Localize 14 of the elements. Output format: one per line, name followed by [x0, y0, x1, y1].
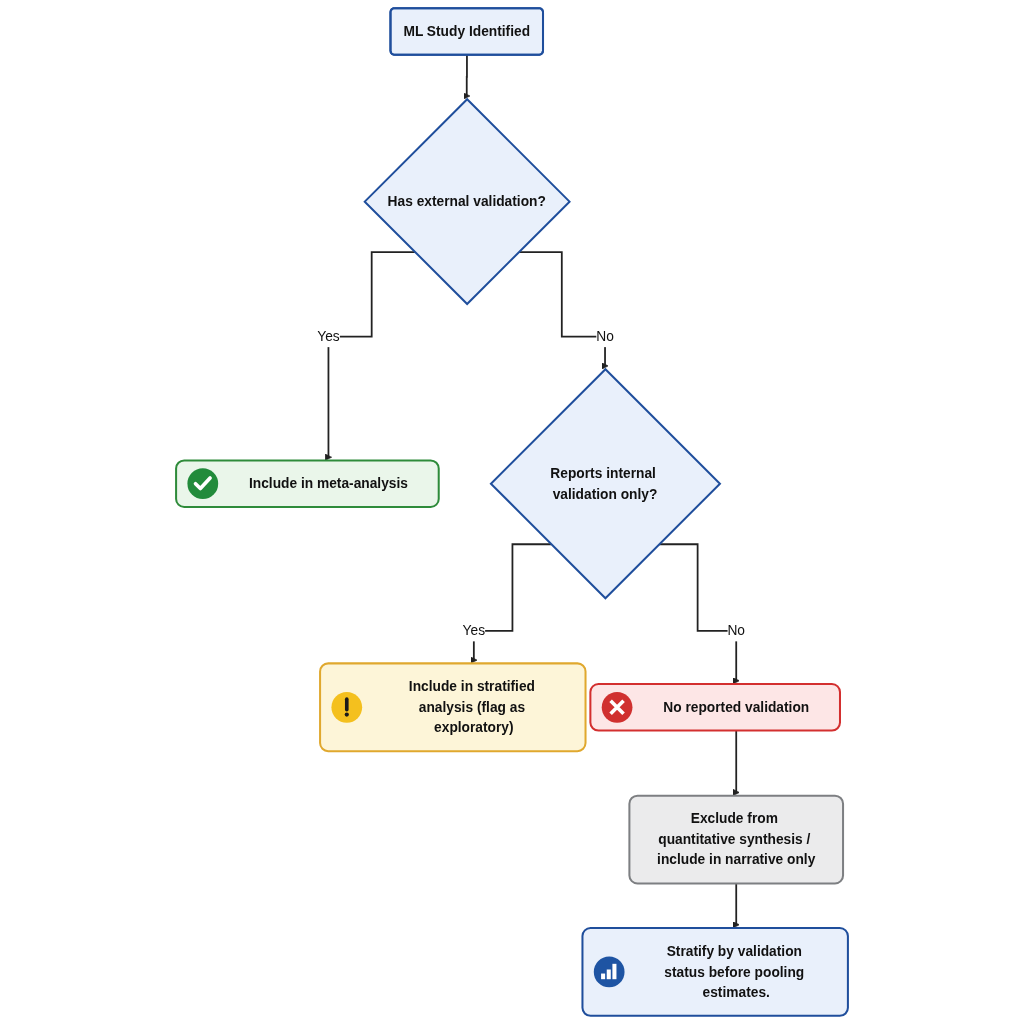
edge-label: No — [727, 622, 746, 639]
node-box: Exclude from quantitative synthesis / include in narrative only — [628, 794, 845, 885]
arrow — [658, 543, 740, 685]
edge-label: No — [596, 328, 614, 345]
edge-label: Yes — [462, 622, 486, 639]
arrow — [463, 54, 471, 100]
arrow — [470, 543, 552, 664]
node-box: Stratify by validation status before pooling estimates. — [581, 927, 849, 1017]
node-box: Include in stratified analysis (flag as exploratory) — [319, 662, 587, 753]
node-diamond: Has external validation? — [363, 97, 571, 306]
node-diamond: Reports internal validation only? — [489, 367, 722, 600]
edge-label: Yes — [317, 328, 340, 345]
node-box: Include in meta-analysis — [175, 459, 440, 508]
node-box: No reported validation — [589, 683, 841, 732]
